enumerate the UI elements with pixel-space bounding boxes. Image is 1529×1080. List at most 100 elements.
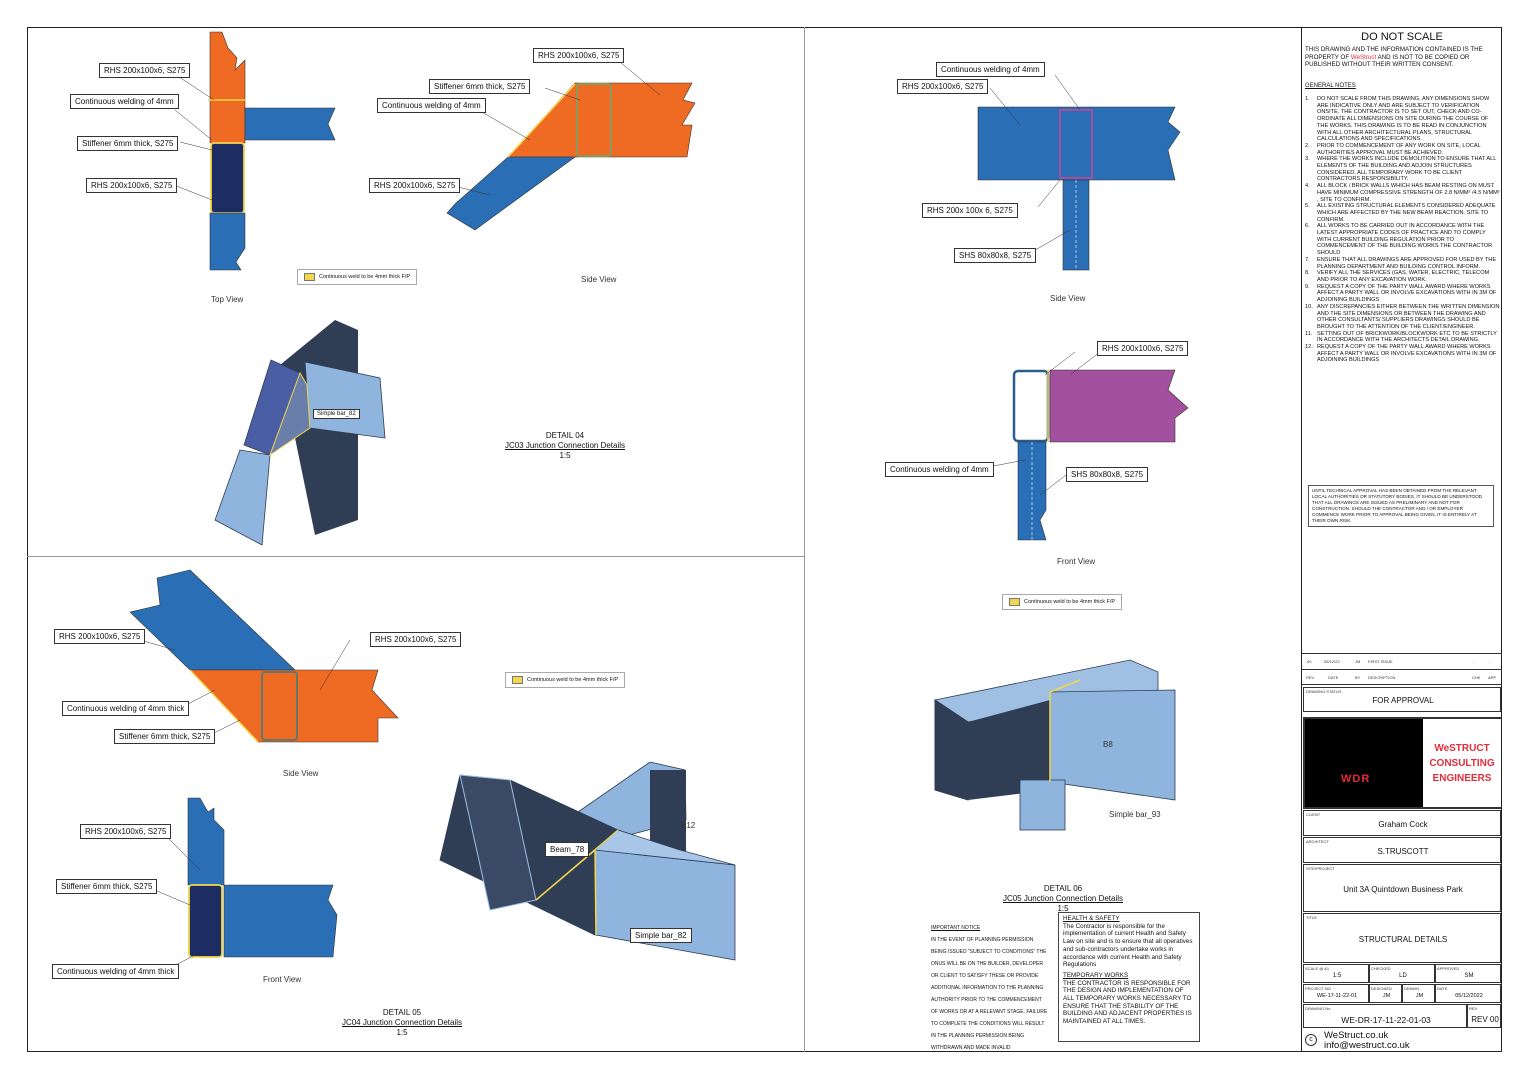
d05-front-blue-column [187, 797, 225, 886]
d05-side-view-drawing [129, 569, 399, 743]
legend-d04: Continuous weld to be 4mm thick F/P [297, 269, 418, 285]
label-d06-side-weld: Continuous welding of 4mm [936, 62, 1045, 77]
d04-top-view-drawing [172, 31, 336, 271]
d05-front-blue-beam [223, 884, 338, 958]
scale-cell: SCALE @ A1 1:5 [1303, 964, 1369, 983]
general-note-number: 9. [1305, 283, 1310, 290]
label-d05-front-rhs: RHS 200x100x6, S275 [80, 824, 172, 839]
revision-header: REV DATE BY DESCRIPTION CHK APP [1302, 669, 1502, 685]
d06-iso-drawing [933, 659, 1176, 831]
legend-d06: Continuous weld to be 4mm thick F/P [1002, 594, 1123, 610]
general-note-item: 6.ALL WORKS TO BE CARRIED OUT IN ACCORDA… [1305, 223, 1500, 257]
horizontal-divider [27, 556, 804, 557]
drawing-status-cell: DRAWING STATUS FOR APPROVAL [1303, 687, 1501, 712]
general-note-text: SETTING OUT OF BRICKWORK/BLOCKWORK ETC T… [1317, 330, 1497, 344]
general-note-item: 9. REQUEST A COPY OF THE PARTY WALL AWARD… [1305, 284, 1500, 304]
general-note-text: VERIFY ALL THE SERVICES (GAS, WATER, ELE… [1317, 270, 1490, 283]
drawing-no-cell: DRAWING No WE-DR-17-11-22-01-03 [1303, 1004, 1467, 1028]
label-d05-b12: B12 [681, 821, 696, 830]
label-d04-beam: Beam_79 [274, 478, 300, 484]
general-note-item: 2. PRIOR TO COMMENCEMENT OF ANY WORK ON S… [1305, 143, 1500, 156]
architect-cell: ARCHITECT S.TRUSCOTT [1303, 837, 1501, 863]
label-d04-top-rhs1: RHS 200x100x6, S275 [99, 63, 191, 78]
label-d06-front-shs: SHS 80x80x8, S275 [1066, 467, 1149, 482]
d06-front-rhs-section [1012, 369, 1050, 443]
general-note-text: PRIOR TO COMMENCEMENT OF ANY WORK ON SIT… [1317, 142, 1481, 156]
label-d05-side-weld: Continuous welding of 4mm thick [62, 701, 190, 716]
legend-d05: Continuous weld to be 4mm thick F/P [505, 672, 626, 688]
d06-front-view-drawing [982, 351, 1189, 541]
client-cell: CLIENT Graham Cock [1303, 810, 1501, 836]
view-d05-side: Side View [283, 769, 319, 778]
website-link[interactable]: WeStruct.co.uk [1324, 1030, 1389, 1041]
label-d05-simple-bar: Simple bar_82 [630, 928, 692, 943]
general-note-number: 10. [1305, 303, 1313, 310]
general-note-number: 11. [1305, 330, 1313, 337]
email-link[interactable]: info@westruct.co.uk [1324, 1040, 1410, 1051]
d05-front-view-drawing [149, 797, 338, 969]
general-note-number: 6. [1305, 223, 1310, 230]
label-d04-top-stiff: Stiffener 6mm thick, S275 [77, 136, 179, 151]
general-note-text: ALL BLOCK / BRICK WALLS WHICH HAS BEAM R… [1317, 183, 1500, 203]
general-note-number: 5. [1305, 203, 1310, 210]
view-d04-top: Top View [211, 295, 244, 304]
label-d04-side-weld: Continuous welding of 4mm [377, 98, 486, 113]
detail05-title: DETAIL 05 JC04 Junction Connection Detai… [341, 1008, 463, 1037]
general-note-text: REQUEST A COPY OF THE PARTY WALL AWARD W… [1317, 344, 1497, 364]
approved-cell: APPROVED SM [1435, 964, 1501, 983]
general-note-item: 11. SETTING OUT OF BRICKWORK/BLOCKWORK ET… [1305, 331, 1500, 344]
label-d06-front-rhs: RHS 200x100x6, S275 [1097, 341, 1189, 356]
label-d06-side-rhs1: RHS 200x100x6, S275 [897, 79, 989, 94]
general-note-number: 3. [1305, 156, 1310, 163]
d04-top-orange-column [209, 31, 246, 144]
do-not-scale: DO NOT SCALE [1361, 31, 1443, 43]
view-d05-front: Front View [263, 975, 302, 984]
general-note-number: 4. [1305, 183, 1310, 190]
general-note-number: 8. [1305, 270, 1310, 277]
view-d06-front: Front View [1057, 557, 1096, 566]
title-block: DO NOT SCALE THIS DRAWING AND THE INFORM… [1301, 27, 1502, 1052]
general-note-item: 8. VERIFY ALL THE SERVICES (GAS, WATER, E… [1305, 270, 1500, 283]
general-notes-list: 1.DO NOT SCALE FROM THIS DRAWING, ANY DI… [1305, 96, 1500, 364]
label-d06-simple-bar: Simple bar_93 [1109, 810, 1161, 819]
label-d04-side-stiff: Stiffener 6mm thick, S275 [429, 79, 531, 94]
d04-top-blue-column-lower [209, 212, 246, 271]
d04-top-blue-side-beam [244, 107, 336, 141]
label-d05-beam: Beam_78 [545, 842, 590, 857]
d05-front-stiffener [188, 884, 223, 958]
label-d06-b8: B8 [1103, 740, 1113, 749]
label-d05-side-rhs1: RHS 200x100x6, S275 [54, 629, 146, 644]
general-note-item: 10. ANY DISCREPANCIES EITHER BETWEEN THE … [1305, 304, 1500, 331]
label-d05-front-stiff: Stiffener 6mm thick, S275 [56, 879, 158, 894]
detail04-title: DETAIL 04 JC03 Junction Connection Detai… [504, 431, 626, 460]
d06-front-shs [1017, 441, 1047, 541]
rev-cell: REV REV 00 [1467, 1004, 1501, 1028]
label-d04-simple-bar: Simple bar_82 [313, 409, 360, 419]
copyright-icon: c [1305, 1034, 1317, 1046]
d05-side-blue-brace [129, 569, 296, 671]
drawing-frame [27, 27, 1502, 1052]
drawn-cell: DRAWN JM [1402, 984, 1435, 1003]
general-note-item: 1.DO NOT SCALE FROM THIS DRAWING, ANY DI… [1305, 96, 1500, 143]
general-note-number: 12. [1305, 344, 1313, 351]
label-d05-front-weld: Continuous welding of 4mm thick [52, 964, 180, 979]
general-note-number: 7. [1305, 256, 1310, 263]
company-name: WeSTRUCT CONSULTING ENGINEERS [1423, 719, 1501, 807]
general-note-text: ENSURE THAT ALL DRAWINGS ARE APPROVED FO… [1317, 256, 1497, 270]
general-note-number: 2. [1305, 142, 1310, 149]
general-note-text: ANY DISCREPANCIES EITHER BETWEEN THE WRI… [1317, 303, 1500, 330]
view-d06-side: Side View [1050, 294, 1086, 303]
general-note-text: REQUEST A COPY OF THE PARTY WALL AWARD W… [1317, 283, 1497, 304]
label-d05-side-stiff: Stiffener 6mm thick, S275 [114, 729, 216, 744]
date-cell: DATE 05/12/2022 [1435, 984, 1501, 1003]
approval-notice: UNTIL TECHNICAL APPROVAL HAS BEEN OBTAIN… [1308, 485, 1494, 527]
d06-side-blue-beam [977, 106, 1181, 181]
general-note-item: 7. ENSURE THAT ALL DRAWINGS ARE APPROVED … [1305, 257, 1500, 270]
designed-cell: DESIGNED JM [1369, 984, 1402, 1003]
general-note-text: WHERE THE WORKS INCLUDE DEMOLITION TO EN… [1317, 156, 1497, 183]
title-cell: TITLE STRUCTURAL DETAILS [1303, 913, 1501, 963]
general-note-item: 5.ALL EXISTING STRUCTURAL ELEMENTS CONSI… [1305, 203, 1500, 223]
d04-side-view-drawing [446, 57, 696, 231]
project-cell: SITE/PROJECT Unit 3A Quintdown Business … [1303, 864, 1501, 912]
d06-front-purple-beam [1049, 369, 1189, 443]
